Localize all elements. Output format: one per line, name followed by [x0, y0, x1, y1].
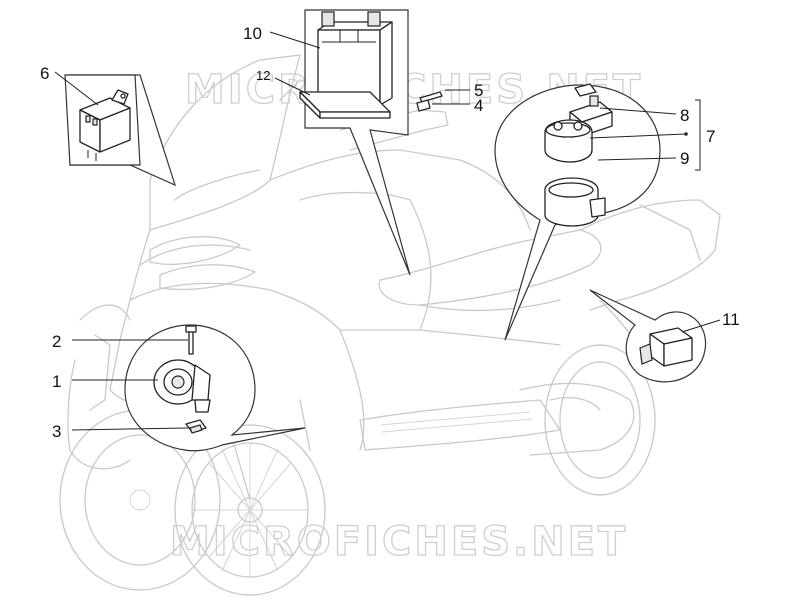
- callout-4: 4: [474, 96, 483, 115]
- horn-callout: 2 1 3: [52, 324, 306, 452]
- callout-1: 1: [52, 372, 61, 391]
- callout-9: 9: [680, 149, 689, 168]
- horn-icon: [153, 359, 211, 413]
- callout-6: 6: [40, 64, 49, 83]
- callout-12: 12: [256, 68, 270, 83]
- clip-nut-icon: [185, 419, 207, 434]
- callout-7: 7: [706, 127, 715, 146]
- switch-callout: 11: [589, 289, 740, 383]
- battery-pad-icon: [299, 91, 391, 119]
- callout-5: 5: [474, 81, 483, 100]
- bolt-icon: [185, 325, 197, 355]
- callout-11: 11: [722, 310, 740, 329]
- screw-nut-group: 5 4: [416, 81, 483, 115]
- callout-7-dot: [684, 132, 688, 136]
- callout-3: 3: [52, 422, 61, 441]
- watermark-bottom: MICROFICHES.NET: [170, 519, 628, 565]
- callout-10: 10: [243, 24, 262, 43]
- starter-relay-callout: 8 7 9: [494, 83, 715, 341]
- electrical-switch-icon: [639, 327, 693, 367]
- battery-icon: [317, 11, 393, 106]
- battery-callout: 10 12: [243, 9, 411, 276]
- callout-8: 8: [680, 106, 689, 125]
- rubber-holder-icon: [544, 177, 606, 227]
- relay-box-icon: [79, 89, 131, 161]
- callout-2: 2: [52, 332, 61, 351]
- flasher-relay-callout: 6: [40, 64, 176, 187]
- starter-relay-icon: [544, 83, 613, 163]
